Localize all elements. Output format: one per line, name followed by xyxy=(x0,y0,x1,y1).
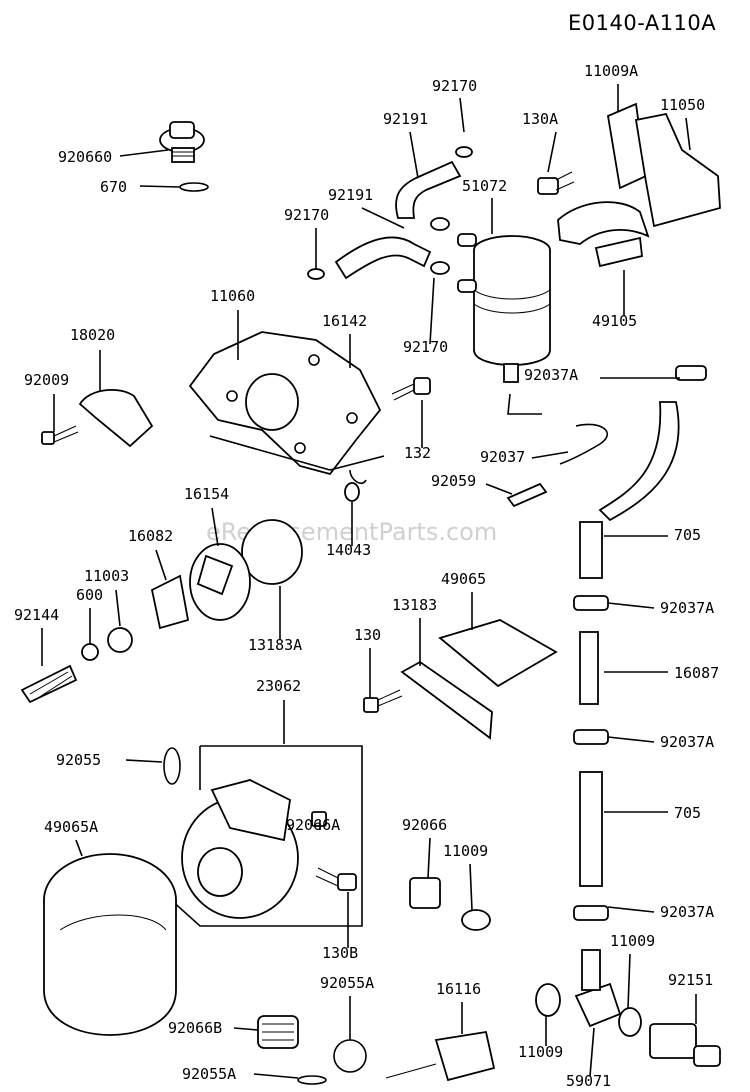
union-bolt-illustration xyxy=(535,949,721,1067)
part-label-13183[interactable]: 13183 xyxy=(392,596,437,614)
pan-bracket-illustration xyxy=(363,619,558,740)
part-label-11003[interactable]: 11003 xyxy=(84,567,129,585)
leader-lines xyxy=(41,84,697,1079)
part-label-16116[interactable]: 16116 xyxy=(436,980,481,998)
part-label-14043[interactable]: 14043 xyxy=(326,541,371,559)
part-label-92037[interactable]: 92037 xyxy=(480,448,525,466)
part-label-18020[interactable]: 18020 xyxy=(70,326,115,344)
diagram-code: E0140-A110A xyxy=(568,11,716,35)
bracket-illustration xyxy=(557,102,721,268)
part-label-92037a[interactable]: 92037A xyxy=(660,599,714,617)
oil-pump-illustration xyxy=(20,519,303,704)
part-label-130a[interactable]: 130A xyxy=(522,110,558,128)
part-label-92191[interactable]: 92191 xyxy=(328,186,373,204)
part-label-92144[interactable]: 92144 xyxy=(14,606,59,624)
part-label-130[interactable]: 130 xyxy=(354,626,381,644)
part-label-59071[interactable]: 59071 xyxy=(566,1072,611,1090)
part-label-92055a[interactable]: 92055A xyxy=(182,1065,236,1083)
part-label-49065a[interactable]: 49065A xyxy=(44,818,98,836)
part-label-11060[interactable]: 11060 xyxy=(210,287,255,305)
part-label-16154[interactable]: 16154 xyxy=(184,485,229,503)
part-label-130b[interactable]: 130B xyxy=(322,944,358,962)
part-label-49105[interactable]: 49105 xyxy=(592,312,637,330)
part-label-92170[interactable]: 92170 xyxy=(403,338,448,356)
part-label-705[interactable]: 705 xyxy=(674,804,701,822)
part-label-92037a[interactable]: 92037A xyxy=(660,733,714,751)
part-label-49065[interactable]: 49065 xyxy=(441,570,486,588)
part-label-92066b[interactable]: 92066B xyxy=(168,1019,222,1037)
part-label-11009a[interactable]: 11009A xyxy=(584,62,638,80)
part-label-92066[interactable]: 92066 xyxy=(402,816,447,834)
part-label-670[interactable]: 670 xyxy=(100,178,127,196)
part-label-92037a[interactable]: 92037A xyxy=(660,903,714,921)
part-label-13183a[interactable]: 13183A xyxy=(248,636,302,654)
part-label-92170[interactable]: 92170 xyxy=(432,77,477,95)
dowel-14043-illustration xyxy=(344,482,360,502)
fuel-filter-illustration xyxy=(457,233,551,415)
cover-plate-illustration xyxy=(188,331,385,485)
o-ring-670-illustration xyxy=(179,182,209,192)
part-label-705[interactable]: 705 xyxy=(674,526,701,544)
part-label-132[interactable]: 132 xyxy=(404,444,431,462)
part-label-11050[interactable]: 11050 xyxy=(660,96,705,114)
part-label-11009[interactable]: 11009 xyxy=(443,842,488,860)
part-label-92037a[interactable]: 92037A xyxy=(524,366,578,384)
part-illustrations xyxy=(20,102,721,1085)
part-label-16082[interactable]: 16082 xyxy=(128,527,173,545)
part-label-11009[interactable]: 11009 xyxy=(518,1043,563,1061)
part-label-11009[interactable]: 11009 xyxy=(610,932,655,950)
fuel-line-illustration xyxy=(573,365,707,921)
shield-illustration xyxy=(41,389,154,448)
part-label-16087[interactable]: 16087 xyxy=(674,664,719,682)
part-label-16142[interactable]: 16142 xyxy=(322,312,367,330)
part-label-92066a[interactable]: 92066A xyxy=(286,816,340,834)
bolt-130A-illustration xyxy=(537,171,575,195)
part-label-92151[interactable]: 92151 xyxy=(668,971,713,989)
plug-washer-illustration xyxy=(409,877,491,931)
part-label-92009[interactable]: 92009 xyxy=(24,371,69,389)
part-label-92191[interactable]: 92191 xyxy=(383,110,428,128)
part-label-92055[interactable]: 92055 xyxy=(56,751,101,769)
part-label-920660[interactable]: 920660 xyxy=(58,148,112,166)
clip-92037-illustration xyxy=(559,423,608,465)
part-label-51072[interactable]: 51072 xyxy=(462,177,507,195)
fuel-hoses-illustration xyxy=(307,146,473,280)
part-label-600[interactable]: 600 xyxy=(76,586,103,604)
drain-plug-illustration xyxy=(257,1015,367,1085)
part-label-92055a[interactable]: 92055A xyxy=(320,974,374,992)
sensor-16116-illustration xyxy=(385,1030,496,1082)
bolt-132-illustration xyxy=(391,377,431,401)
part-label-92059[interactable]: 92059 xyxy=(431,472,476,490)
part-label-92170[interactable]: 92170 xyxy=(284,206,329,224)
part-92059-illustration xyxy=(506,482,548,508)
oil-filter-illustration xyxy=(43,853,177,1036)
oil-cooler-assembly-illustration xyxy=(139,745,363,927)
part-label-23062[interactable]: 23062 xyxy=(256,677,301,695)
oil-fill-cap-illustration xyxy=(159,121,205,163)
